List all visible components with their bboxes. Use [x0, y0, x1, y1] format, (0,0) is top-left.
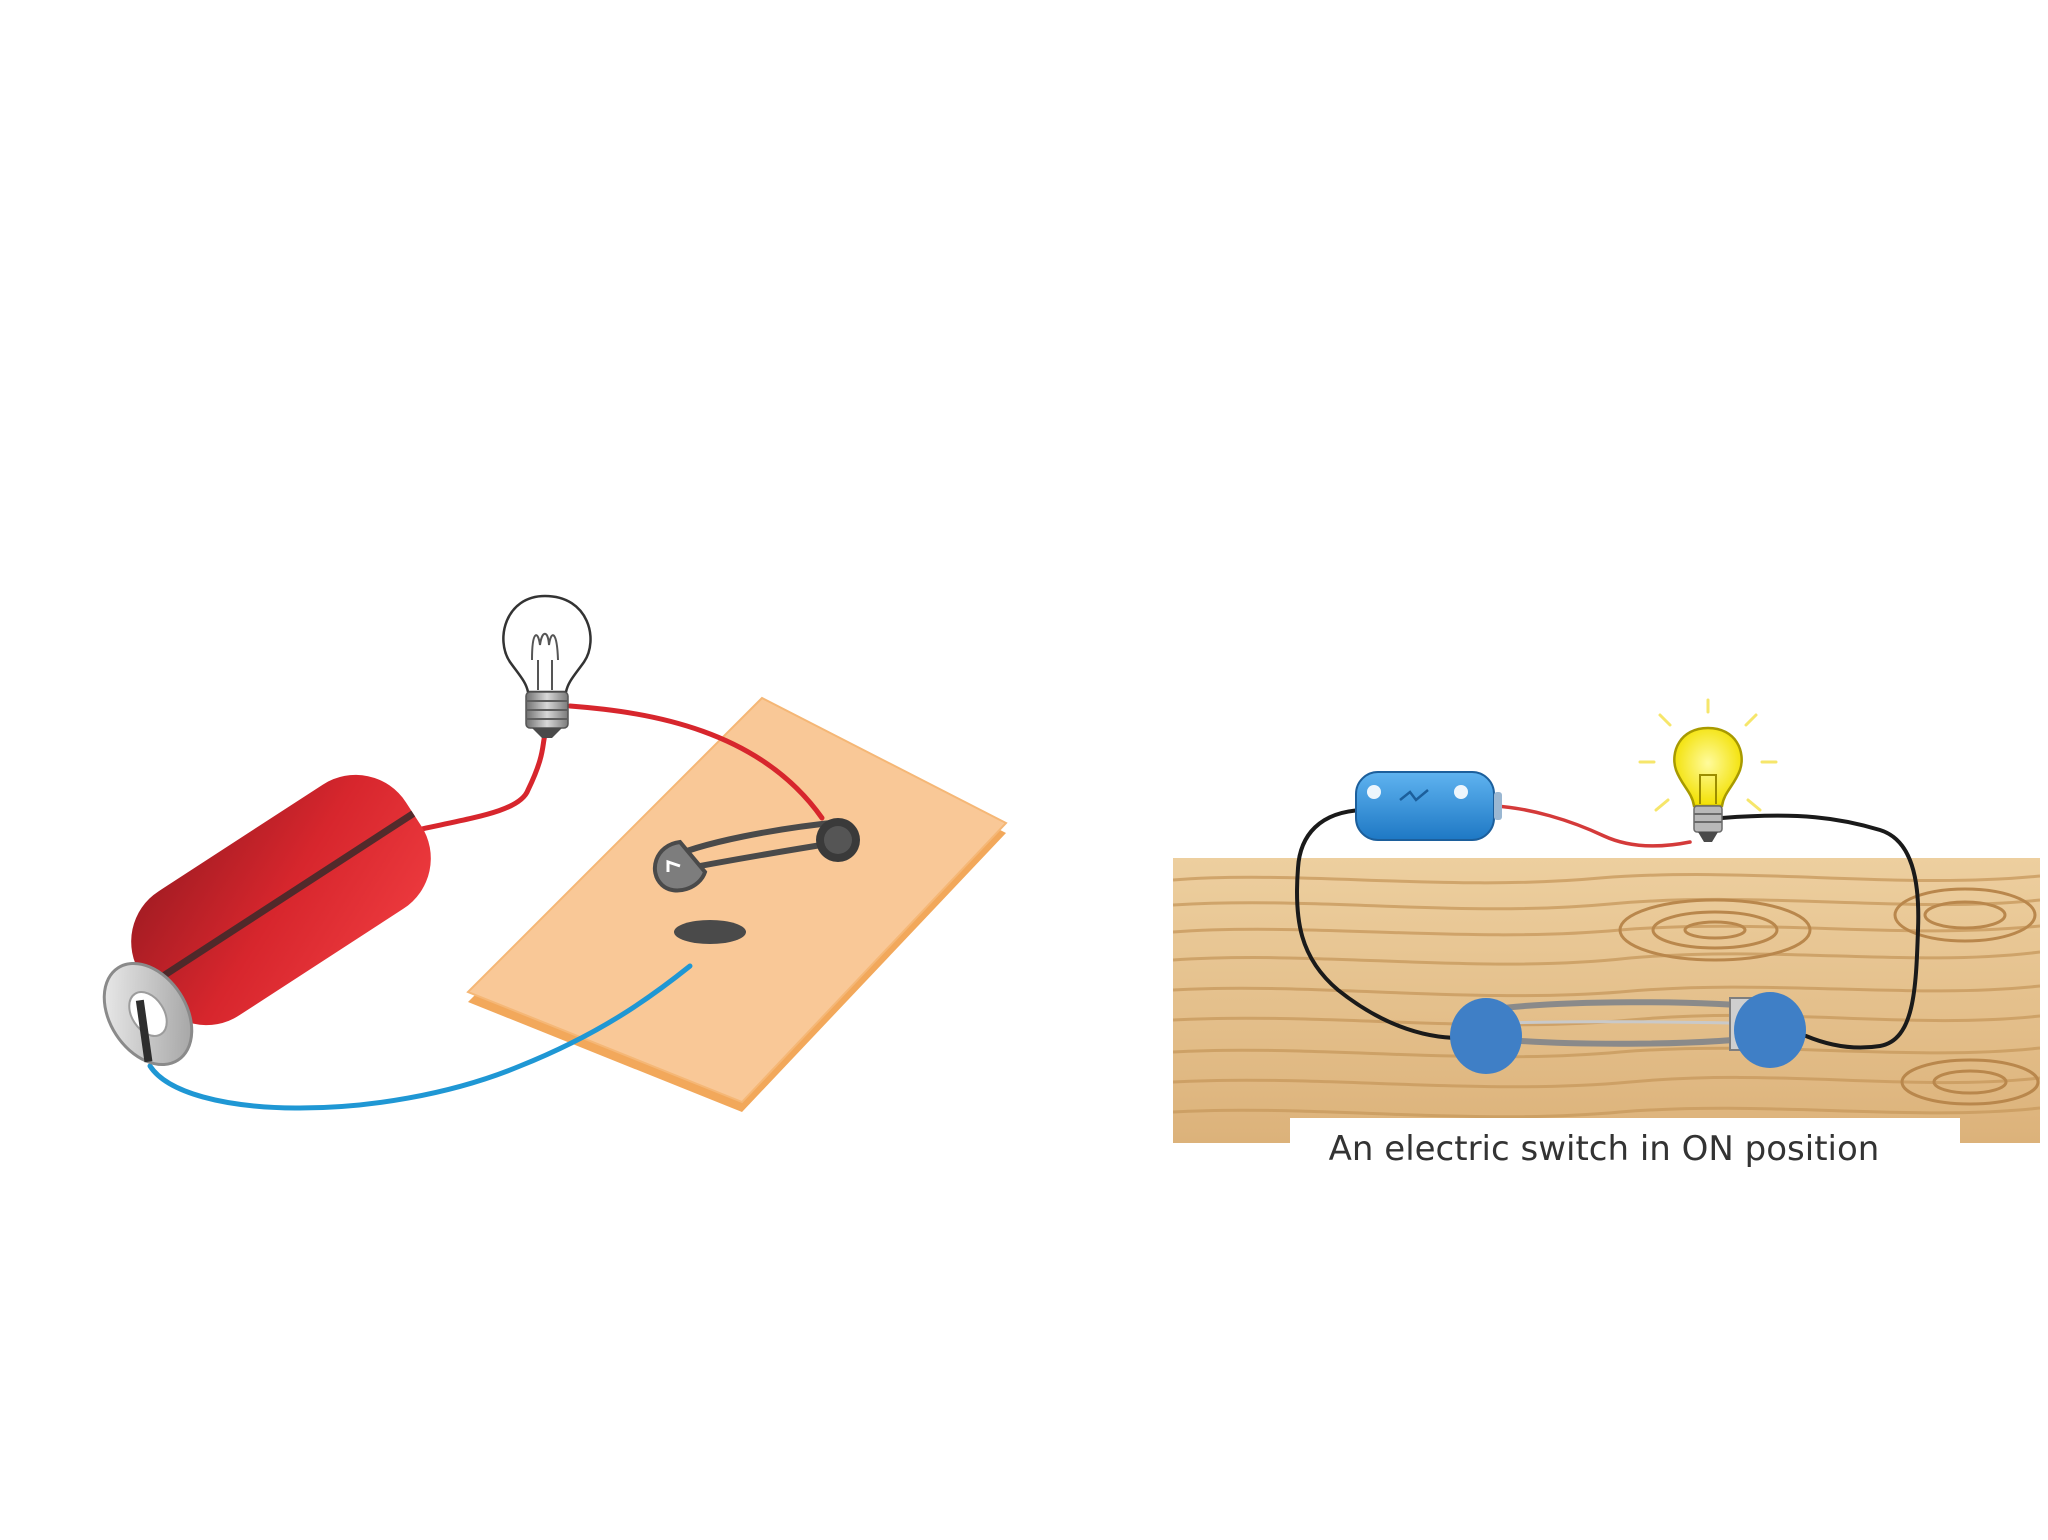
red-battery-cell — [102, 774, 431, 1067]
blue-battery-cell — [1355, 771, 1502, 841]
right-circuit-figure: An electric switch in ON position — [1173, 698, 2040, 1169]
black-wire-right — [1720, 813, 1921, 1050]
wooden-board — [466, 696, 1008, 1112]
left-circuit-figure — [102, 594, 1008, 1112]
safety-pin-switch — [652, 818, 860, 893]
figure-caption: An electric switch in ON position — [1329, 1129, 1880, 1169]
red-wire-right — [1492, 804, 1692, 848]
safety-pin-switch-on — [1450, 992, 1806, 1074]
bulb-off-icon — [502, 594, 592, 738]
red-wire-bulb-to-pin — [567, 703, 825, 821]
thumbtack-contact — [674, 920, 746, 944]
blue-wire — [147, 963, 693, 1111]
bulb-on-icon — [1638, 698, 1778, 842]
black-wire-left — [1294, 808, 1462, 1040]
caption-background — [1290, 1118, 1960, 1168]
red-wire-battery-to-bulb — [405, 732, 548, 835]
